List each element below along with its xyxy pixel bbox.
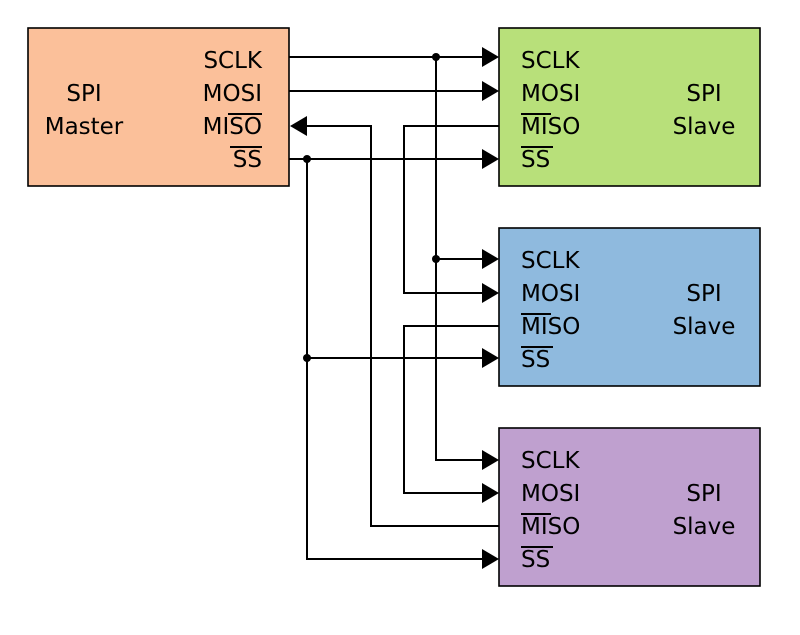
slave-3-title-2: Slave [673,514,736,540]
slave-1-pin-sclk: SCLK [521,48,580,74]
slave-2-title-1: SPI [686,281,721,307]
slave-1-box [498,27,761,187]
arrow-slave-3-sclk [482,450,499,470]
slave-2-box [498,227,761,387]
slave-3-pin-ss: SS [521,547,550,573]
master-pin-miso: MISO [203,114,262,140]
ss-wire-trunk [306,159,482,560]
master-pin-sclk: SCLK [203,48,262,74]
arrow-slave-3-mosi [482,483,499,503]
ss-junction-2 [303,354,311,362]
master-pin-ss: SS [233,147,262,173]
sclk-wire-trunk [435,57,482,461]
slave-1-pin-ss: SS [521,147,550,173]
slave-1-pin-mosi: MOSI [521,81,580,107]
mosi-wire-slave-1-to-2 [403,125,499,294]
slave-3-pin-mosi: MOSI [521,481,580,507]
slave-2-pin-ss: SS [521,347,550,373]
arrow-master-miso [290,116,307,136]
arrow-slave-2-mosi [482,283,499,303]
slave-3-pin-sclk: SCLK [521,448,580,474]
slave-2-pin-sclk: SCLK [521,248,580,274]
sclk-junction-2 [432,255,440,263]
master-box [27,27,290,187]
slave-1-title-1: SPI [686,81,721,107]
master-title-2: Master [45,114,124,140]
slave-1-title-2: Slave [673,114,736,140]
ss-junction-1 [303,155,311,163]
arrow-slave-1-ss [482,149,499,169]
slave-1-pin-miso: MISO [521,114,580,140]
slave-2-pin-mosi: MOSI [521,281,580,307]
arrow-slave-1-mosi [482,81,499,101]
master-pin-mosi: MOSI [203,81,262,107]
arrow-slave-3-ss [482,549,499,569]
slave-2-pin-miso: MISO [521,314,580,340]
slave-3-pin-miso: MISO [521,514,580,540]
master-title-1: SPI [66,81,101,107]
mosi-wire-slave-2-to-3 [403,325,499,494]
slave-3-box [498,427,761,587]
slave-3-title-1: SPI [686,481,721,507]
miso-wire-return [307,125,499,527]
slave-2-title-2: Slave [673,314,736,340]
arrow-slave-1-sclk [482,47,499,67]
arrow-slave-2-ss [482,348,499,368]
sclk-junction-1 [432,53,440,61]
arrow-slave-2-sclk [482,249,499,269]
